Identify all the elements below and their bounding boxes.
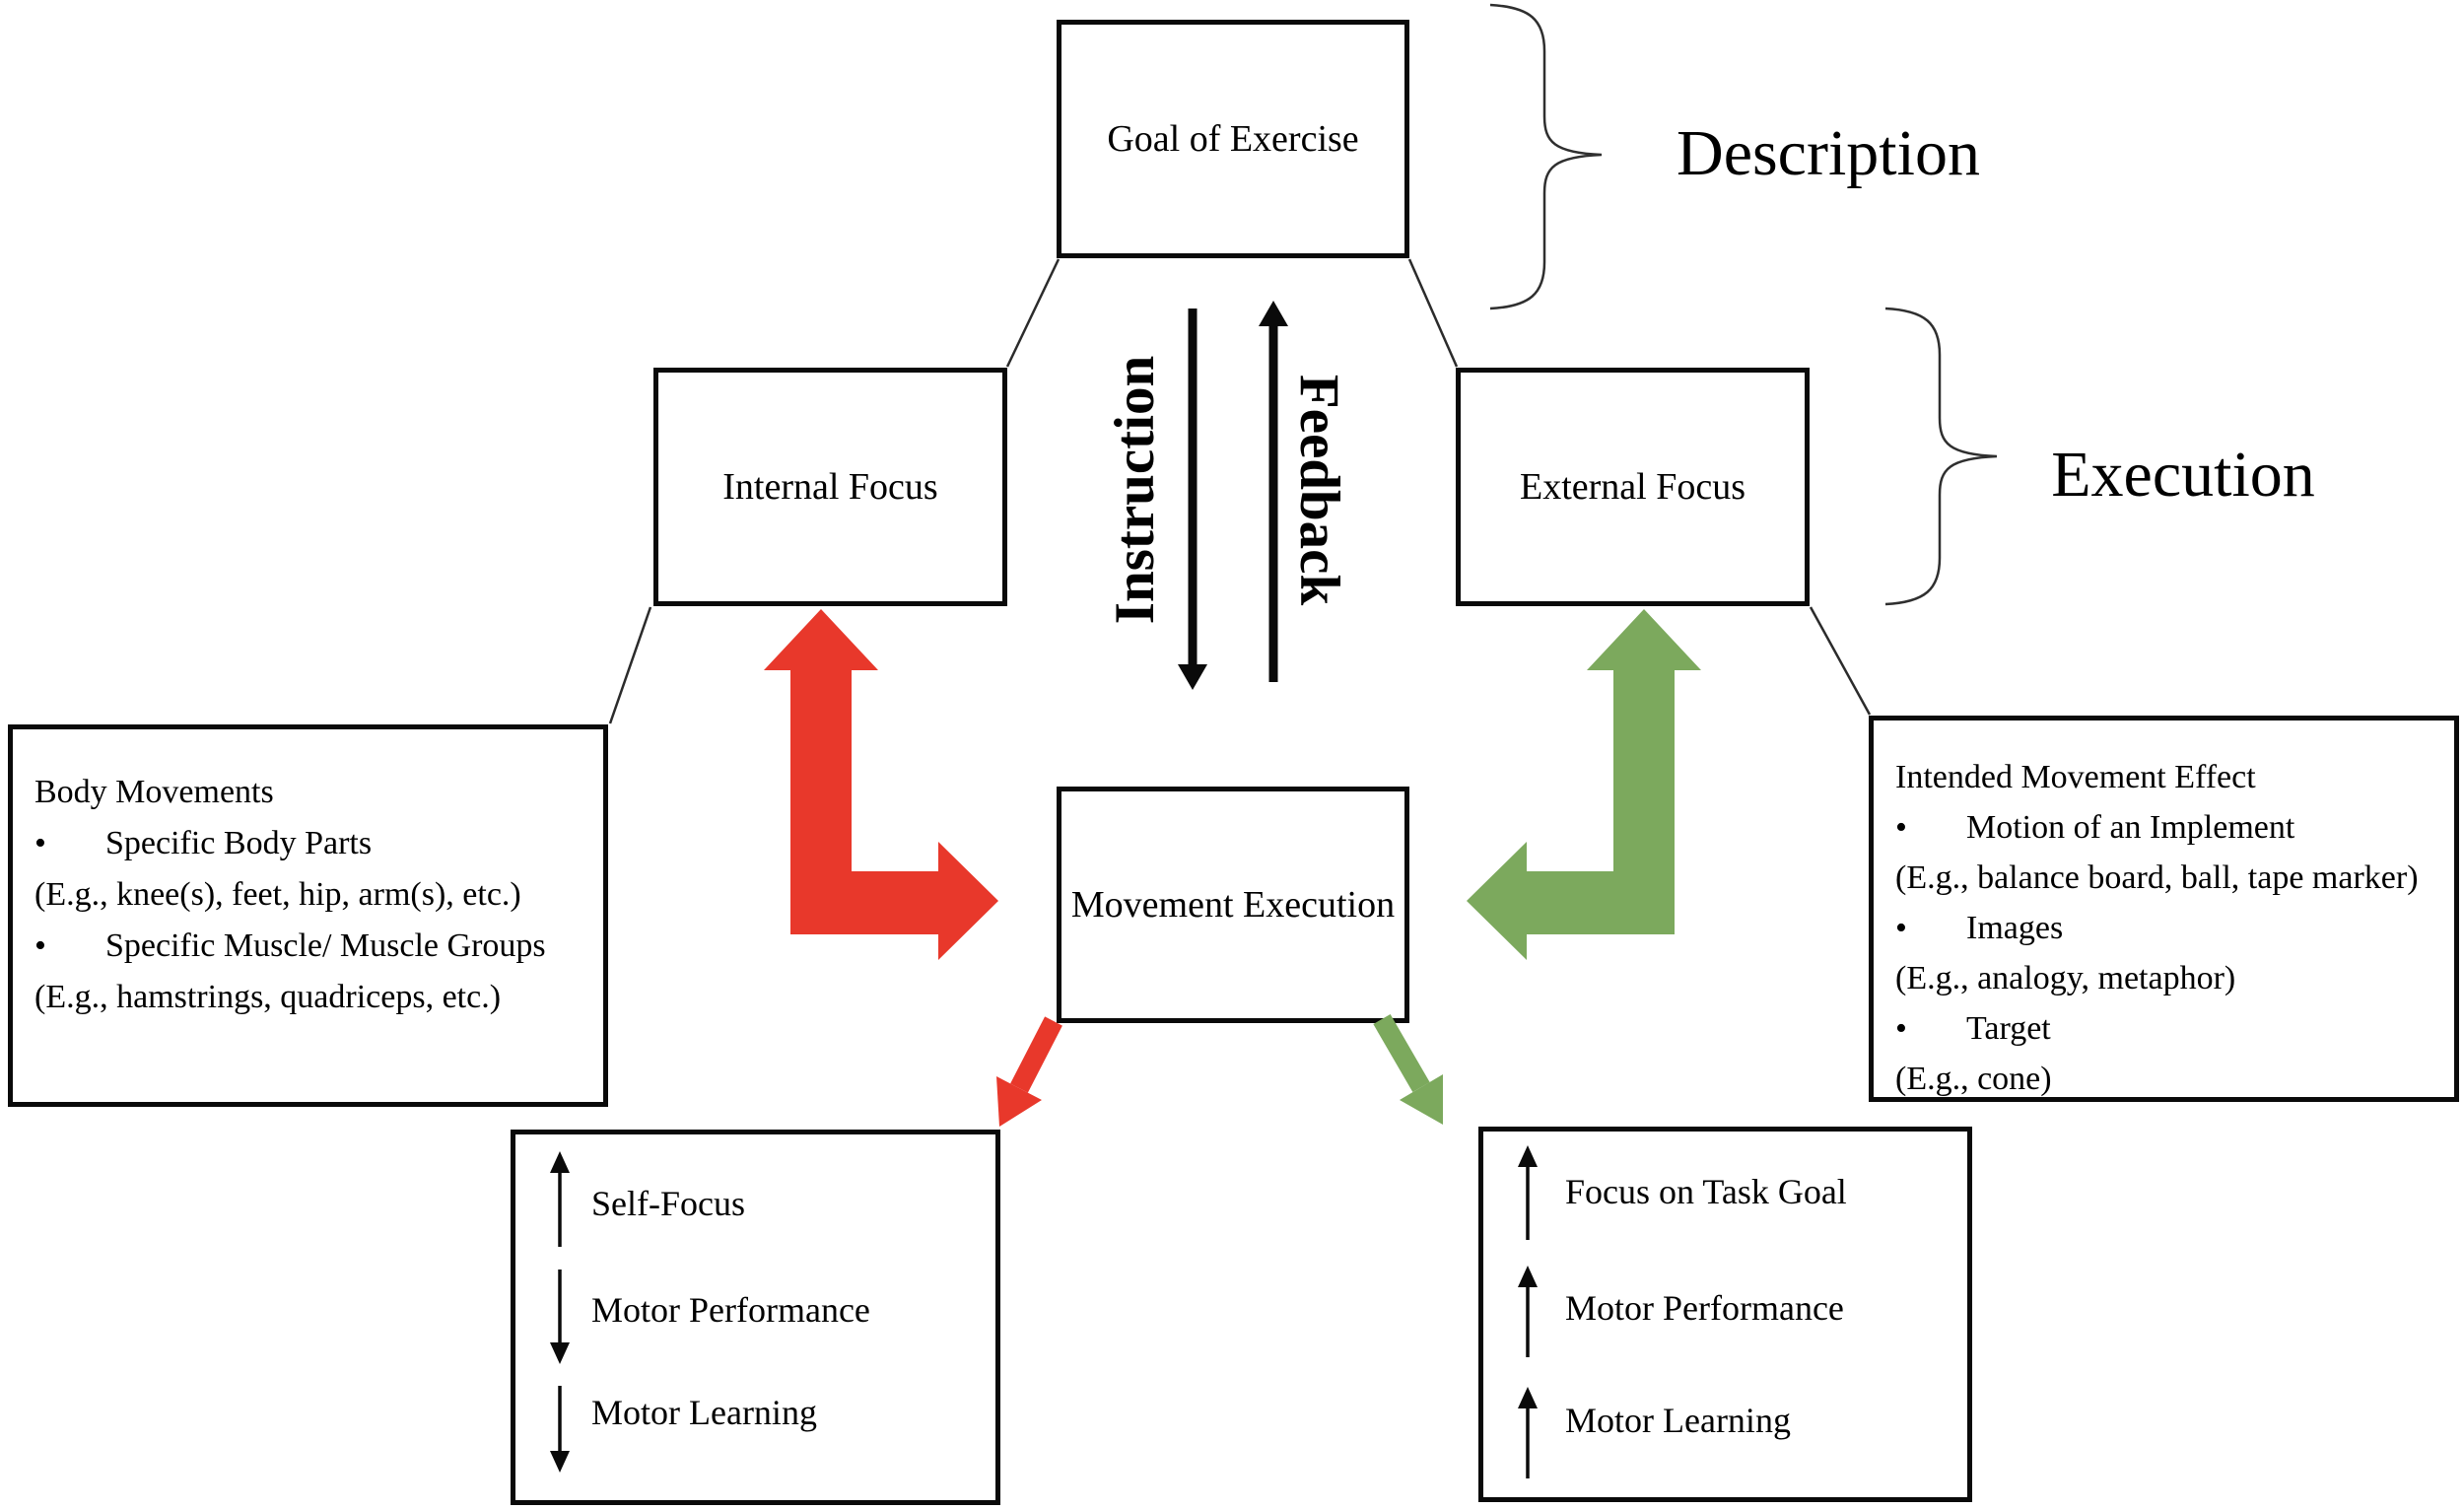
bullet-icon: • [1895, 809, 1907, 846]
intended-effect-example-2: (E.g., analogy, metaphor) [1895, 960, 2236, 996]
connector-goal-external [1407, 258, 1459, 368]
motor-performance-external-label: Motor Performance [1565, 1288, 1844, 1328]
body-movements-box: Body Movements • Specific Body Parts (E.… [8, 724, 608, 1107]
internal-outcomes-box [511, 1130, 1000, 1505]
connector-goal-internal [1005, 258, 1061, 368]
execution-label: Execution [2051, 439, 2315, 511]
motor-learning-internal-label: Motor Learning [591, 1393, 817, 1432]
body-movements-title: Body Movements [34, 774, 274, 810]
body-movements-bullet-2: • Specific Muscle/ Muscle Groups [34, 921, 585, 972]
connector-internal-bodymovements [608, 606, 652, 724]
external-outcomes-arrow [1373, 1013, 1443, 1125]
bullet-icon: • [34, 927, 46, 964]
body-movements-example-1: (E.g., knee(s), feet, hip, arm(s), etc.) [34, 876, 521, 913]
movement-execution-box: Movement Execution [1057, 787, 1409, 1023]
internal-focus-box: Internal Focus [653, 368, 1007, 606]
goal-of-exercise-label: Goal of Exercise [1107, 118, 1359, 160]
intended-effect-bullet-2: • Images [1895, 903, 2436, 953]
instruction-arrow [1178, 309, 1207, 690]
motor-performance-internal-label: Motor Performance [591, 1290, 870, 1330]
description-label: Description [1677, 117, 1980, 189]
intended-effect-title: Intended Movement Effect [1895, 759, 2256, 795]
description-brace [1489, 3, 1603, 310]
intended-effect-bullet-3: • Target [1895, 1003, 2436, 1054]
intended-effect-example-1: (E.g., balance board, ball, tape marker) [1895, 859, 2419, 896]
focus-on-task-goal-label: Focus on Task Goal [1565, 1172, 1847, 1211]
external-focus-bent-arrow [1467, 609, 1701, 960]
movement-execution-label: Movement Execution [1070, 884, 1396, 926]
connector-external-intendedeffect [1809, 606, 1872, 716]
bullet-icon: • [34, 825, 46, 861]
internal-outcomes-arrow [996, 1016, 1062, 1127]
body-movements-bullet-1: • Specific Body Parts [34, 818, 585, 869]
bullet-icon: • [1895, 1010, 1907, 1047]
goal-of-exercise-box: Goal of Exercise [1057, 20, 1409, 258]
intended-movement-effect-box: Intended Movement Effect • Motion of an … [1869, 716, 2459, 1102]
external-focus-box: External Focus [1456, 368, 1810, 606]
bullet-icon: • [1895, 910, 1907, 946]
external-focus-label: External Focus [1519, 466, 1745, 508]
intended-effect-bullet-1: • Motion of an Implement [1895, 802, 2436, 853]
motor-learning-external-label: Motor Learning [1565, 1401, 1791, 1440]
self-focus-label: Self-Focus [591, 1184, 745, 1223]
external-outcomes-box [1478, 1127, 1972, 1502]
internal-focus-bent-arrow [764, 609, 998, 960]
internal-focus-label: Internal Focus [722, 466, 938, 508]
instruction-label: Instruction [1104, 355, 1166, 625]
intended-effect-example-3: (E.g., cone) [1895, 1061, 2052, 1097]
body-movements-example-2: (E.g., hamstrings, quadriceps, etc.) [34, 979, 502, 1015]
feedback-label: Feedback [1288, 374, 1350, 606]
